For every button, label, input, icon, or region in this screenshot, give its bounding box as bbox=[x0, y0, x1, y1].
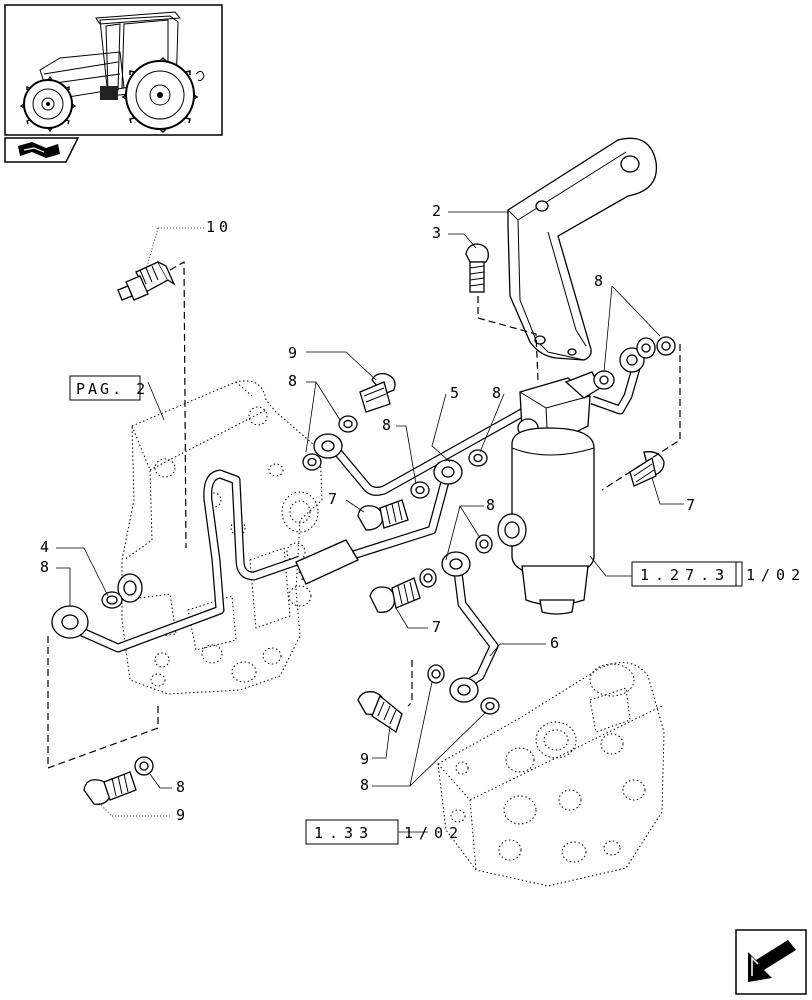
bracket-bolt-part bbox=[465, 243, 489, 293]
page-ref-text: PAG. 2 bbox=[76, 380, 148, 398]
banjo-bolt-7-right bbox=[629, 451, 665, 487]
callout: 2 bbox=[432, 202, 445, 220]
cross-ref-top-suffix: 1/02 bbox=[746, 566, 806, 584]
cross-ref-bottom[interactable]: 1.33 1/02 bbox=[305, 819, 464, 845]
callout: 8 bbox=[176, 778, 189, 796]
pressure-switch-part bbox=[117, 261, 176, 301]
page-ref-label[interactable]: PAG. 2 bbox=[69, 375, 148, 401]
pipe-4-part bbox=[51, 469, 302, 653]
callout: 8 bbox=[382, 416, 395, 434]
banjo-bolt-7-left bbox=[357, 499, 409, 531]
pipe-6-part bbox=[419, 534, 500, 715]
callout: 7 bbox=[686, 496, 699, 514]
callout-numbers: 10 2 3 8 9 8 5 8 8 7 7 8 4 8 7 6 9 8 8 9 bbox=[40, 202, 699, 824]
callout-leaders bbox=[56, 211, 684, 833]
banjo-bolt-9-left bbox=[83, 756, 154, 805]
callout: 9 bbox=[288, 344, 301, 362]
banjo-bolt-9-top bbox=[359, 372, 396, 413]
cross-ref-top[interactable]: 1.27.3 1/02 bbox=[631, 561, 806, 587]
callout: 9 bbox=[176, 806, 189, 824]
pipe-right-part bbox=[590, 336, 676, 415]
callout: 7 bbox=[432, 618, 445, 636]
valve-port-fitting bbox=[117, 573, 143, 603]
callout: 3 bbox=[432, 224, 445, 242]
mounting-bracket-part bbox=[507, 137, 658, 361]
callout: 8 bbox=[360, 776, 373, 794]
callout: 8 bbox=[486, 496, 499, 514]
pipe-5-part bbox=[295, 400, 539, 585]
callout: 5 bbox=[450, 384, 463, 402]
callout: 8 bbox=[288, 372, 301, 390]
callout: 8 bbox=[40, 558, 53, 576]
solenoid-valve-part bbox=[497, 371, 601, 615]
callout: 8 bbox=[594, 272, 607, 290]
cross-ref-bottom-text: 1.33 bbox=[314, 824, 374, 842]
section-book-icon[interactable] bbox=[4, 137, 80, 163]
callout: 4 bbox=[40, 538, 53, 556]
callout: 7 bbox=[328, 490, 341, 508]
banjo-bolt-9-bottom bbox=[357, 691, 403, 734]
next-page-arrow-icon[interactable] bbox=[735, 929, 807, 995]
cross-ref-top-text: 1.27.3 bbox=[640, 566, 730, 584]
callout: 9 bbox=[360, 750, 373, 768]
banjo-bolt-7-mid bbox=[369, 577, 421, 613]
washer-group-5 bbox=[302, 415, 488, 499]
tractor-thumbnail-icon[interactable] bbox=[4, 4, 223, 136]
callout: 6 bbox=[550, 634, 563, 652]
valve-body-phantom bbox=[121, 380, 323, 695]
distributor-phantom bbox=[437, 662, 665, 887]
cross-ref-bottom-suffix: 1/02 bbox=[404, 824, 464, 842]
callout: 8 bbox=[492, 384, 505, 402]
callout: 10 bbox=[206, 218, 232, 236]
